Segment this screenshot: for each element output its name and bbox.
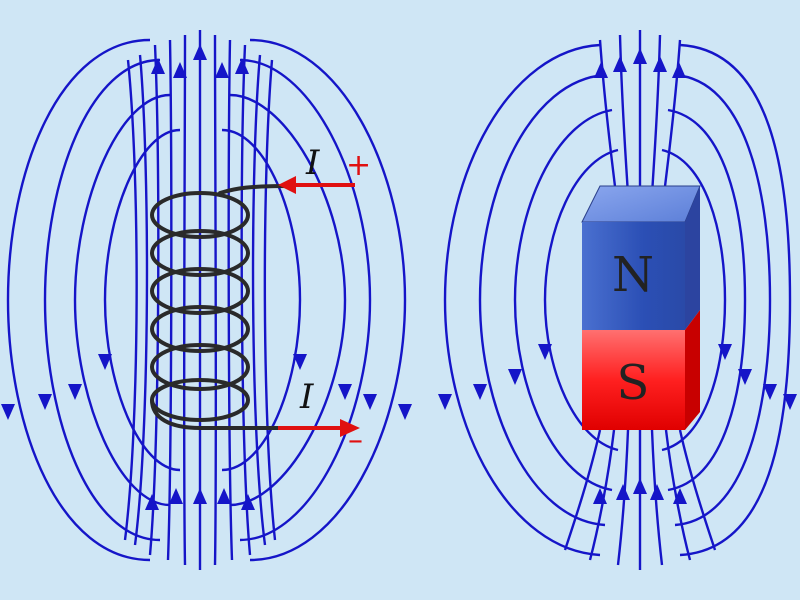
arrowhead-down: [783, 394, 797, 410]
field-core-line: [616, 429, 630, 566]
solenoid-coil: [150, 184, 292, 430]
arrowhead-up: [193, 488, 207, 504]
current-arrows: [278, 176, 360, 437]
field-loop-3-left: [513, 108, 613, 492]
solenoid-field-arrows: [1, 44, 412, 510]
field-core-line: [227, 39, 234, 561]
magnet-side-south: [685, 310, 700, 430]
arrowhead-down: [738, 369, 752, 385]
current-in-arrowhead: [278, 176, 296, 194]
field-core-line: [182, 34, 187, 566]
field-loop-outer-left: [443, 43, 601, 557]
south-pole-label: S: [617, 355, 650, 411]
arrowhead-up: [217, 488, 231, 504]
field-core-line: [678, 429, 717, 551]
field-loop-3-left: [73, 93, 171, 507]
field-core-line: [166, 39, 173, 561]
coil-lead-bottom: [150, 398, 292, 430]
current-out-sign: –: [348, 423, 363, 458]
field-core-line: [251, 54, 267, 546]
arrowhead-down: [718, 344, 732, 360]
field-loop-outer-left: [6, 38, 151, 562]
coil-turn: [150, 229, 250, 277]
arrowhead-down: [338, 384, 352, 400]
field-loop-3-right: [667, 108, 747, 492]
current-in-label: I: [305, 143, 320, 183]
field-loop-2-right: [674, 73, 772, 527]
coil-turn: [150, 305, 250, 353]
north-pole-label: N: [612, 247, 654, 303]
field-core-line: [123, 59, 138, 541]
field-core-line: [263, 59, 277, 541]
arrowhead-up: [235, 58, 249, 74]
arrowhead-up: [650, 484, 664, 500]
arrowhead-down: [508, 369, 522, 385]
arrowhead-down: [98, 354, 112, 370]
arrowhead-up: [151, 58, 165, 74]
bar-magnet: N S: [581, 185, 701, 430]
magnet-side-north: [685, 186, 700, 330]
coil-lead-top: [218, 184, 292, 195]
field-core-line: [213, 34, 218, 566]
coil-turn: [150, 267, 250, 315]
arrowhead-up: [215, 62, 229, 78]
arrowhead-down: [398, 404, 412, 420]
magnet-south-face: [582, 330, 685, 430]
field-core-line: [563, 429, 602, 551]
arrowhead-up: [616, 484, 630, 500]
arrowhead-down: [1, 404, 15, 420]
field-loop-outer-right: [249, 38, 407, 562]
arrowhead-down: [763, 384, 777, 400]
field-loop-2-right: [239, 58, 372, 542]
field-core-line: [662, 39, 682, 196]
arrowhead-down: [438, 394, 452, 410]
arrowhead-up: [241, 494, 255, 510]
arrowhead-down: [473, 384, 487, 400]
arrowhead-up: [594, 62, 608, 78]
field-loop-2-left: [43, 58, 161, 542]
current-out-label: I: [299, 377, 314, 417]
arrowhead-down: [68, 384, 82, 400]
arrowhead-up: [653, 56, 667, 72]
arrowhead-up: [673, 488, 687, 504]
arrowhead-down: [538, 344, 552, 360]
coil-turn: [150, 343, 250, 391]
field-core-line: [133, 54, 149, 546]
arrowhead-up: [169, 488, 183, 504]
field-loop-2-left: [478, 73, 606, 527]
solenoid-field-lines: [6, 30, 407, 570]
arrowhead-up: [633, 48, 647, 64]
arrowhead-up: [633, 478, 647, 494]
coil-turn: [150, 191, 250, 239]
arrowhead-up: [593, 488, 607, 504]
magnet-field-arrows: [438, 48, 797, 504]
arrowhead-down: [38, 394, 52, 410]
arrowhead-up: [173, 62, 187, 78]
magnet-north-face: [582, 222, 685, 330]
field-loop-3-right: [229, 93, 347, 507]
current-in-sign: +: [346, 148, 371, 183]
field-loop-4-right: [661, 148, 727, 452]
field-core-line: [650, 429, 664, 566]
arrowhead-up: [193, 44, 207, 60]
field-core-line: [598, 39, 618, 196]
field-loop-4-right: [221, 128, 302, 472]
arrowhead-up: [613, 56, 627, 72]
field-loop-4-left: [103, 128, 181, 472]
current-out-arrowhead: [340, 419, 360, 437]
field-loop-outer-right: [679, 43, 792, 557]
arrowhead-down: [293, 354, 307, 370]
magnet-top-face: [581, 185, 701, 223]
arrowhead-up: [145, 494, 159, 510]
arrowhead-up: [672, 62, 686, 78]
arrowhead-down: [363, 394, 377, 410]
